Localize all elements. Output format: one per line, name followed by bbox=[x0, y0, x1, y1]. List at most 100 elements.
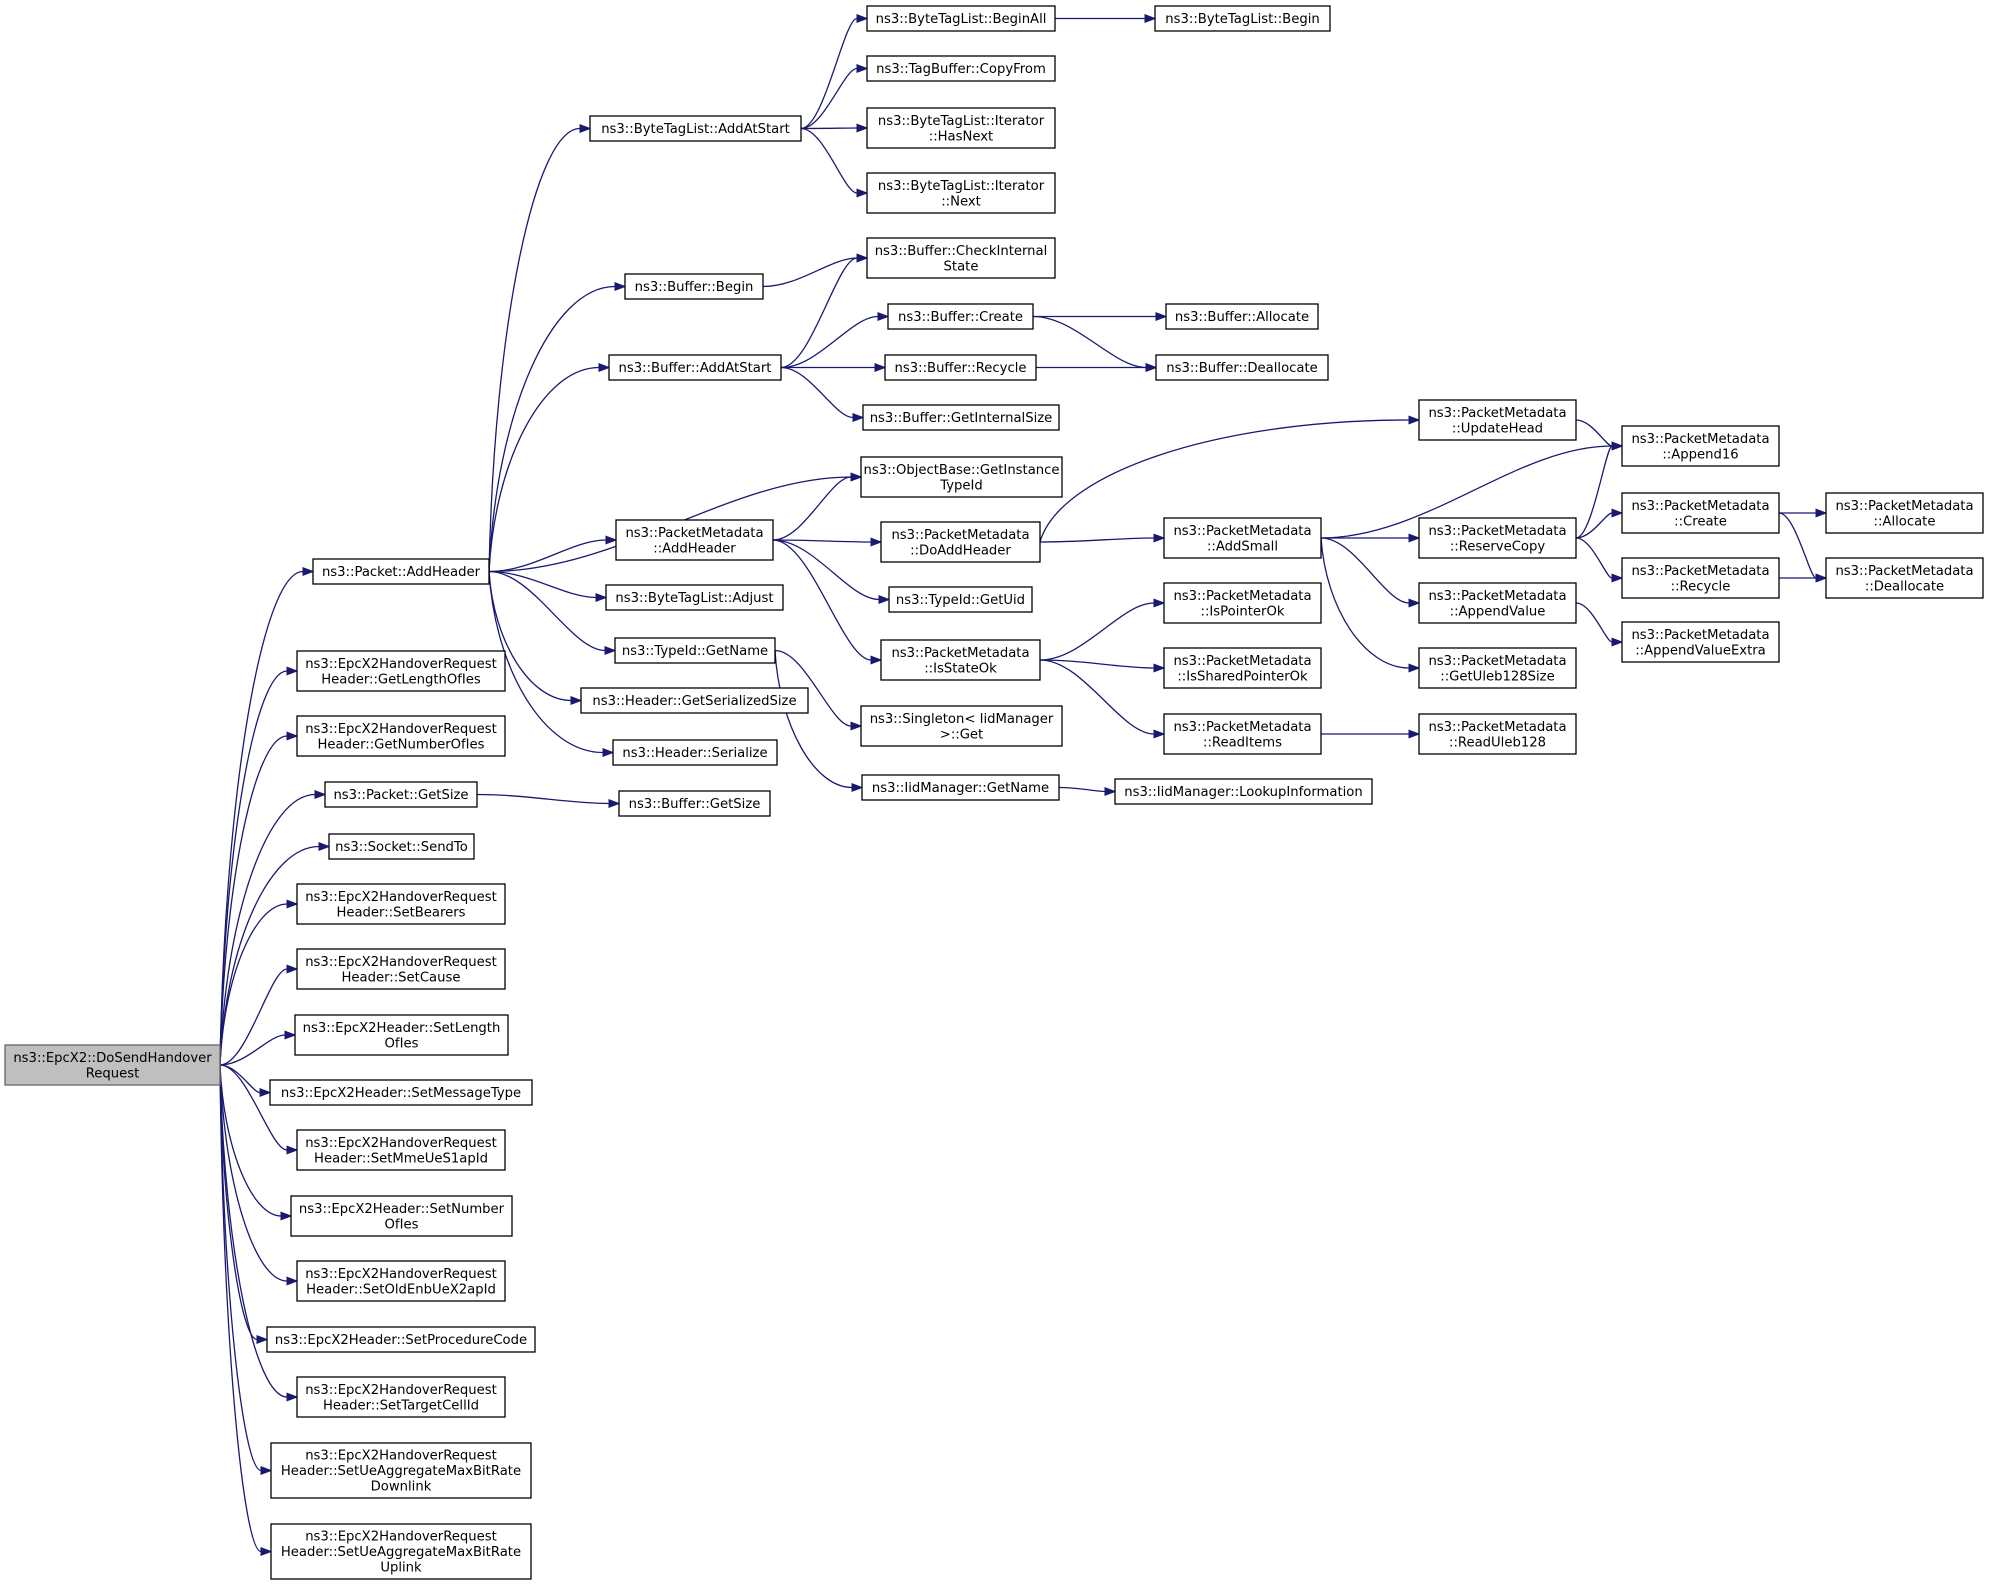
node-setOldEnbUeX2apId[interactable]: ns3::EpcX2HandoverRequestHeader::SetOldE… bbox=[296, 1260, 506, 1302]
arrowhead-icon bbox=[614, 281, 627, 292]
node-setMessageType[interactable]: ns3::EpcX2Header::SetMessageType bbox=[269, 1079, 533, 1106]
node-byteTagListAdjust[interactable]: ns3::ByteTagList::Adjust bbox=[605, 584, 784, 611]
node-byteTagListBegin[interactable]: ns3::ByteTagList::Begin bbox=[1154, 5, 1331, 32]
edge-root-to-setMmeUeS1apId bbox=[219, 1064, 299, 1155]
node-bufferGetInternalSize[interactable]: ns3::Buffer::GetInternalSize bbox=[862, 404, 1060, 431]
arrowhead-icon bbox=[1815, 573, 1828, 583]
node-tagBufferCopyFrom[interactable]: ns3::TagBuffer::CopyFrom bbox=[866, 55, 1056, 82]
node-label: ns3::ByteTagList::Adjust bbox=[615, 591, 773, 606]
node-pmAppend16[interactable]: ns3::PacketMetadata::Append16 bbox=[1621, 425, 1780, 467]
node-headerSerialize[interactable]: ns3::Header::Serialize bbox=[612, 739, 778, 766]
node-bufferRecycle[interactable]: ns3::Buffer::Recycle bbox=[884, 354, 1037, 381]
node-label: ns3::EpcX2HandoverRequest bbox=[305, 722, 497, 737]
node-box bbox=[612, 739, 778, 766]
node-pmReadItems[interactable]: ns3::PacketMetadata::ReadItems bbox=[1163, 713, 1322, 755]
node-setBearers[interactable]: ns3::EpcX2HandoverRequestHeader::SetBear… bbox=[296, 883, 506, 925]
node-pmIsPointerOk[interactable]: ns3::PacketMetadata::IsPointerOk bbox=[1163, 582, 1322, 624]
node-pmAllocate[interactable]: ns3::PacketMetadata::Allocate bbox=[1825, 492, 1984, 534]
node-setTargetCellId[interactable]: ns3::EpcX2HandoverRequestHeader::SetTarg… bbox=[296, 1376, 506, 1418]
node-setUeAggDownlink[interactable]: ns3::EpcX2HandoverRequestHeader::SetUeAg… bbox=[270, 1442, 532, 1499]
arrowhead-icon bbox=[1408, 663, 1421, 673]
node-headerGetSerializedSize[interactable]: ns3::Header::GetSerializedSize bbox=[580, 687, 809, 714]
node-setCause[interactable]: ns3::EpcX2HandoverRequestHeader::SetCaus… bbox=[296, 948, 506, 990]
node-label: Header::SetOldEnbUeX2apId bbox=[306, 1282, 496, 1297]
node-pmRecycle[interactable]: ns3::PacketMetadata::Recycle bbox=[1621, 557, 1780, 599]
node-label: ::AppendValue bbox=[1450, 604, 1546, 619]
node-pmCreate[interactable]: ns3::PacketMetadata::Create bbox=[1621, 492, 1780, 534]
node-iteratorHasNext[interactable]: ns3::ByteTagList::Iterator::HasNext bbox=[866, 107, 1056, 149]
node-packetAddHeader[interactable]: ns3::Packet::AddHeader bbox=[312, 558, 490, 585]
edge-root-to-packetGetSize bbox=[219, 789, 327, 1066]
node-box bbox=[589, 115, 802, 142]
edge-line bbox=[1058, 786, 1106, 793]
edge-line bbox=[780, 315, 879, 369]
node-packetGetSize[interactable]: ns3::Packet::GetSize bbox=[324, 781, 478, 808]
node-bufferGetSize[interactable]: ns3::Buffer::GetSize bbox=[618, 790, 771, 817]
node-box bbox=[1418, 647, 1577, 689]
edge-bufferCreate-to-bufferAllocate bbox=[1033, 311, 1168, 322]
node-label: ns3::Buffer::Recycle bbox=[895, 361, 1027, 376]
node-pmReadUleb128[interactable]: ns3::PacketMetadata::ReadUleb128 bbox=[1418, 713, 1577, 755]
node-setProcedureCode[interactable]: ns3::EpcX2Header::SetProcedureCode bbox=[266, 1326, 536, 1353]
edge-line bbox=[219, 793, 316, 1066]
node-getNumberOfIes[interactable]: ns3::EpcX2HandoverRequestHeader::GetNumb… bbox=[296, 715, 506, 757]
node-pmIsStateOk[interactable]: ns3::PacketMetadata::IsStateOk bbox=[880, 639, 1041, 681]
node-setMmeUeS1apId[interactable]: ns3::EpcX2HandoverRequestHeader::SetMmeU… bbox=[296, 1129, 506, 1171]
edge-line bbox=[219, 1064, 288, 1398]
node-byteTagListBeginAll[interactable]: ns3::ByteTagList::BeginAll bbox=[866, 5, 1056, 32]
node-box bbox=[884, 354, 1037, 381]
arrowhead-icon bbox=[874, 362, 887, 373]
node-typeIdGetUid[interactable]: ns3::TypeId::GetUid bbox=[888, 586, 1033, 613]
node-label: Header::SetUeAggregateMaxBitRate bbox=[281, 1464, 521, 1479]
node-socketSendTo[interactable]: ns3::Socket::SendTo bbox=[328, 833, 475, 860]
node-pmDoAddHeader[interactable]: ns3::PacketMetadata::DoAddHeader bbox=[880, 521, 1041, 563]
node-label: ::IsPointerOk bbox=[1201, 604, 1285, 619]
node-iidManagerLookupInformation[interactable]: ns3::IidManager::LookupInformation bbox=[1114, 778, 1373, 805]
node-pmAddSmall[interactable]: ns3::PacketMetadata::AddSmall bbox=[1163, 517, 1322, 559]
edge-root-to-getLengthOfIes bbox=[219, 666, 299, 1066]
node-pmDeallocate[interactable]: ns3::PacketMetadata::Deallocate bbox=[1825, 557, 1984, 599]
node-pmUpdateHead[interactable]: ns3::PacketMetadata::UpdateHead bbox=[1418, 399, 1577, 441]
node-bufferDeallocate[interactable]: ns3::Buffer::Deallocate bbox=[1155, 354, 1329, 381]
node-pmGetUleb128Size[interactable]: ns3::PacketMetadata::GetUleb128Size bbox=[1418, 647, 1577, 689]
node-bufferAddAtStart[interactable]: ns3::Buffer::AddAtStart bbox=[608, 354, 782, 381]
node-label: State bbox=[944, 259, 979, 274]
node-box bbox=[296, 715, 506, 757]
node-iidManagerGetName[interactable]: ns3::IidManager::GetName bbox=[861, 774, 1060, 801]
edge-line bbox=[219, 735, 288, 1066]
node-setUeAggUplink[interactable]: ns3::EpcX2HandoverRequestHeader::SetUeAg… bbox=[270, 1523, 532, 1580]
node-iteratorNext[interactable]: ns3::ByteTagList::Iterator::Next bbox=[866, 172, 1056, 214]
node-packetMetadataAddHeader[interactable]: ns3::PacketMetadata::AddHeader bbox=[615, 519, 774, 561]
node-box bbox=[1163, 647, 1322, 689]
arrowhead-icon bbox=[286, 899, 299, 909]
node-pmAppendValueExtra[interactable]: ns3::PacketMetadata::AppendValueExtra bbox=[1621, 621, 1780, 663]
node-box bbox=[270, 1523, 532, 1580]
edge-iidManagerGetName-to-iidManagerLookupInformation bbox=[1058, 786, 1117, 797]
node-pmReserveCopy[interactable]: ns3::PacketMetadata::ReserveCopy bbox=[1418, 517, 1577, 559]
node-byteTagListAddAtStart[interactable]: ns3::ByteTagList::AddAtStart bbox=[589, 115, 802, 142]
node-getLengthOfIes[interactable]: ns3::EpcX2HandoverRequestHeader::GetLeng… bbox=[296, 650, 506, 692]
node-label: Uplink bbox=[380, 1561, 422, 1576]
node-pmIsSharedPointerOk[interactable]: ns3::PacketMetadata::IsSharedPointerOk bbox=[1163, 647, 1322, 689]
edge-line bbox=[488, 570, 597, 599]
node-bufferCreate[interactable]: ns3::Buffer::Create bbox=[887, 303, 1034, 330]
node-box bbox=[296, 1376, 506, 1418]
node-bufferAllocate[interactable]: ns3::Buffer::Allocate bbox=[1165, 303, 1319, 330]
edge-byteTagListBeginAll-to-byteTagListBegin bbox=[1055, 13, 1157, 24]
node-typeIdGetName[interactable]: ns3::TypeId::GetName bbox=[614, 637, 776, 664]
arrowhead-icon bbox=[1153, 598, 1166, 608]
node-label: Header::SetTargetCellId bbox=[323, 1398, 479, 1413]
edge-line bbox=[800, 127, 858, 130]
node-bufferBegin[interactable]: ns3::Buffer::Begin bbox=[624, 273, 764, 300]
arrowhead-icon bbox=[1408, 533, 1421, 543]
arrowhead-icon bbox=[286, 964, 299, 974]
node-pmAppendValue[interactable]: ns3::PacketMetadata::AppendValue bbox=[1418, 582, 1577, 624]
node-singletonGet[interactable]: ns3::Singleton< IidManager>::Get bbox=[860, 705, 1063, 747]
node-label: ns3::PacketMetadata bbox=[891, 528, 1029, 543]
edge-bufferBegin-to-bufferCheckInternalState bbox=[762, 253, 869, 288]
